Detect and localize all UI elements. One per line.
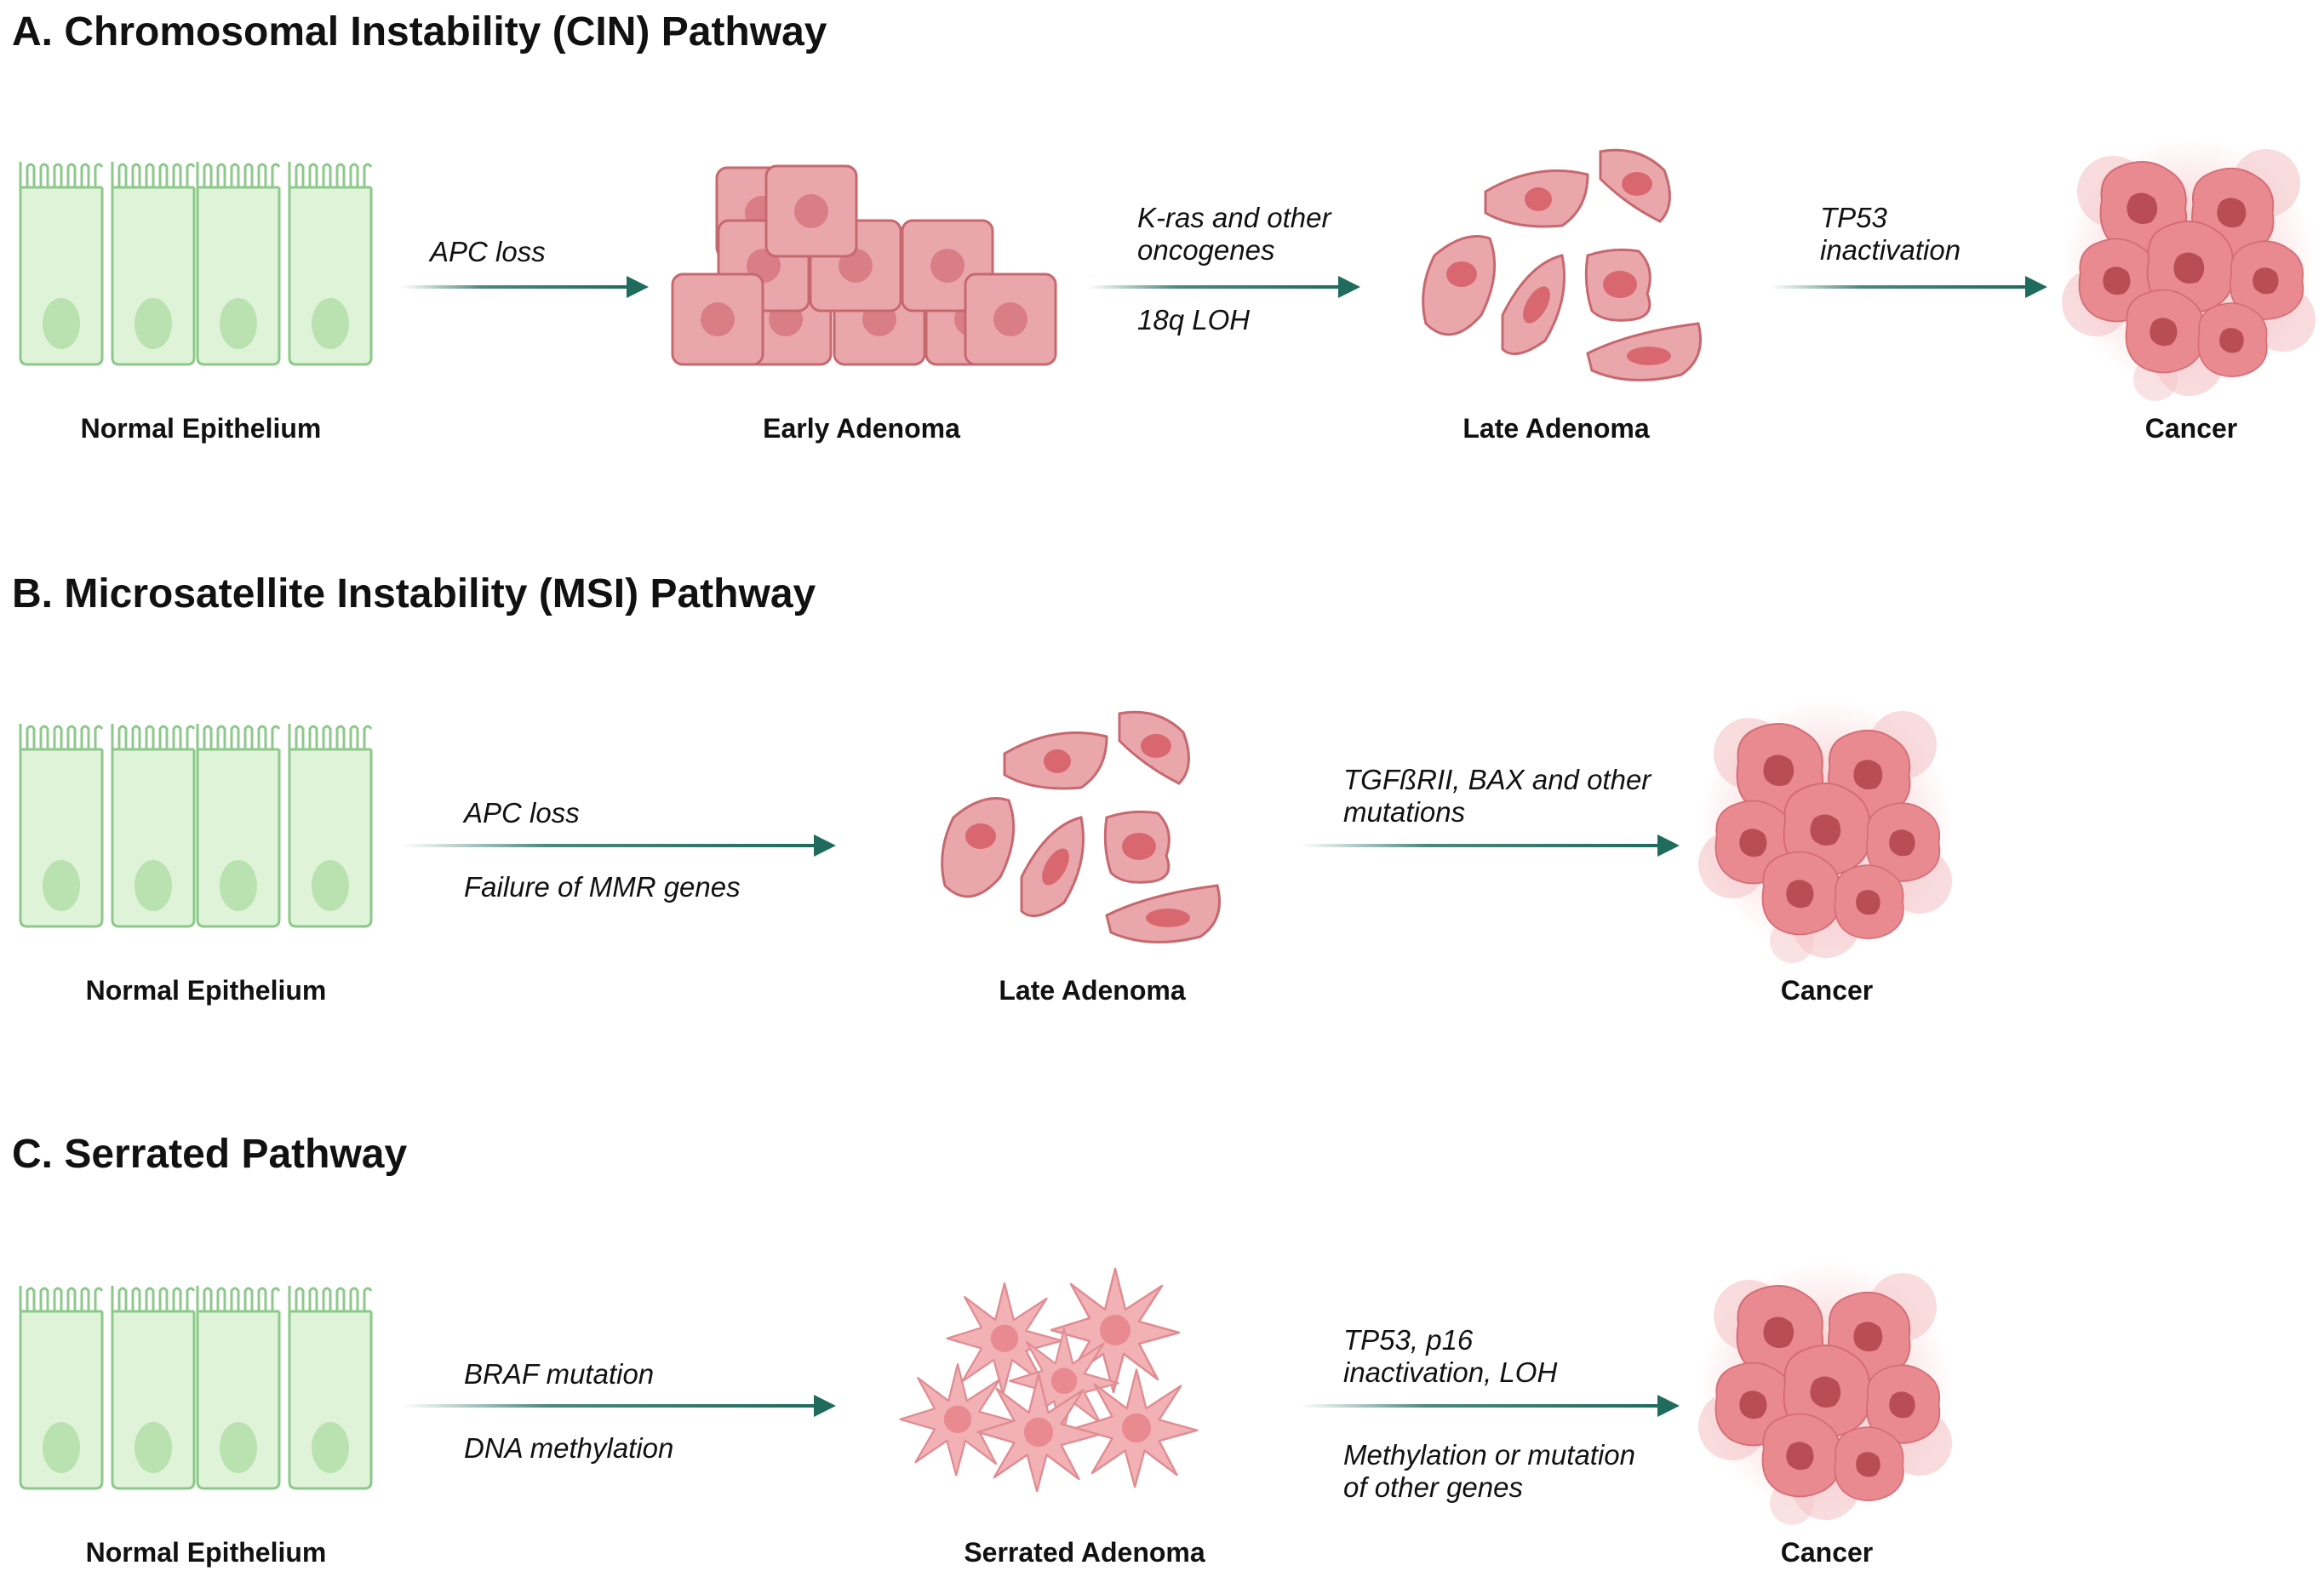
- stage-label-serrated-adenoma: Serrated Adenoma: [964, 1537, 1205, 1568]
- cancer-icon: [2062, 132, 2317, 396]
- late-adenoma-icon: [941, 710, 1221, 943]
- stage-label-early-adenoma: Early Adenoma: [763, 413, 960, 444]
- step-label-tgfbrii: TGFßRII, BAX and other mutations: [1343, 764, 1651, 828]
- cancer-icon: [1698, 694, 1954, 958]
- normal-epithelium-icon: [17, 162, 383, 375]
- stage-label-normal-epithelium: Normal Epithelium: [85, 1537, 327, 1568]
- step-arrow: [1771, 276, 2047, 298]
- late-adenoma-icon: [1422, 148, 1702, 381]
- step-arrow: [1301, 1395, 1680, 1417]
- serrated-adenoma-icon: [894, 1269, 1260, 1499]
- step-label-18q-loh: 18q LOH: [1137, 304, 1251, 335]
- step-label-methylation-other: Methylation or mutation of other genes: [1343, 1439, 1636, 1503]
- step-arrow: [402, 834, 836, 857]
- stage-label-normal-epithelium: Normal Epithelium: [85, 975, 327, 1006]
- step-label-mmr-failure: Failure of MMR genes: [464, 871, 741, 903]
- section-a-title: A. Chromosomal Instability (CIN) Pathway: [12, 9, 827, 54]
- stage-label-late-adenoma: Late Adenoma: [999, 975, 1186, 1006]
- step-label-dna-methylation: DNA methylation: [464, 1432, 674, 1464]
- step-label-braf: BRAF mutation: [464, 1358, 655, 1390]
- step-label-apc-loss: APC loss: [464, 797, 580, 829]
- section-c-title: C. Serrated Pathway: [12, 1132, 408, 1177]
- step-arrow: [402, 1395, 836, 1417]
- cancer-icon: [1698, 1256, 1954, 1520]
- stage-label-cancer: Cancer: [1780, 1537, 1874, 1568]
- step-label-apc-loss: APC loss: [430, 236, 546, 267]
- section-b-title: B. Microsatellite Instability (MSI) Path…: [12, 571, 816, 616]
- normal-epithelium-icon: [17, 1286, 383, 1499]
- stage-label-late-adenoma: Late Adenoma: [1463, 413, 1650, 444]
- stage-label-cancer: Cancer: [1780, 975, 1874, 1006]
- step-label-tp53-p16: TP53, p16 inactivation, LOH: [1343, 1324, 1558, 1388]
- stage-label-normal-epithelium: Normal Epithelium: [80, 413, 322, 444]
- normal-epithelium-icon: [17, 724, 383, 937]
- stage-label-cancer: Cancer: [2144, 413, 2238, 444]
- step-arrow: [1088, 276, 1360, 298]
- step-label-tp53: TP53 inactivation: [1820, 202, 1961, 266]
- early-adenoma-icon: [673, 166, 1056, 366]
- step-label-kras: K-ras and other oncogenes: [1137, 202, 1331, 266]
- step-arrow: [1301, 834, 1680, 857]
- step-arrow: [402, 276, 649, 298]
